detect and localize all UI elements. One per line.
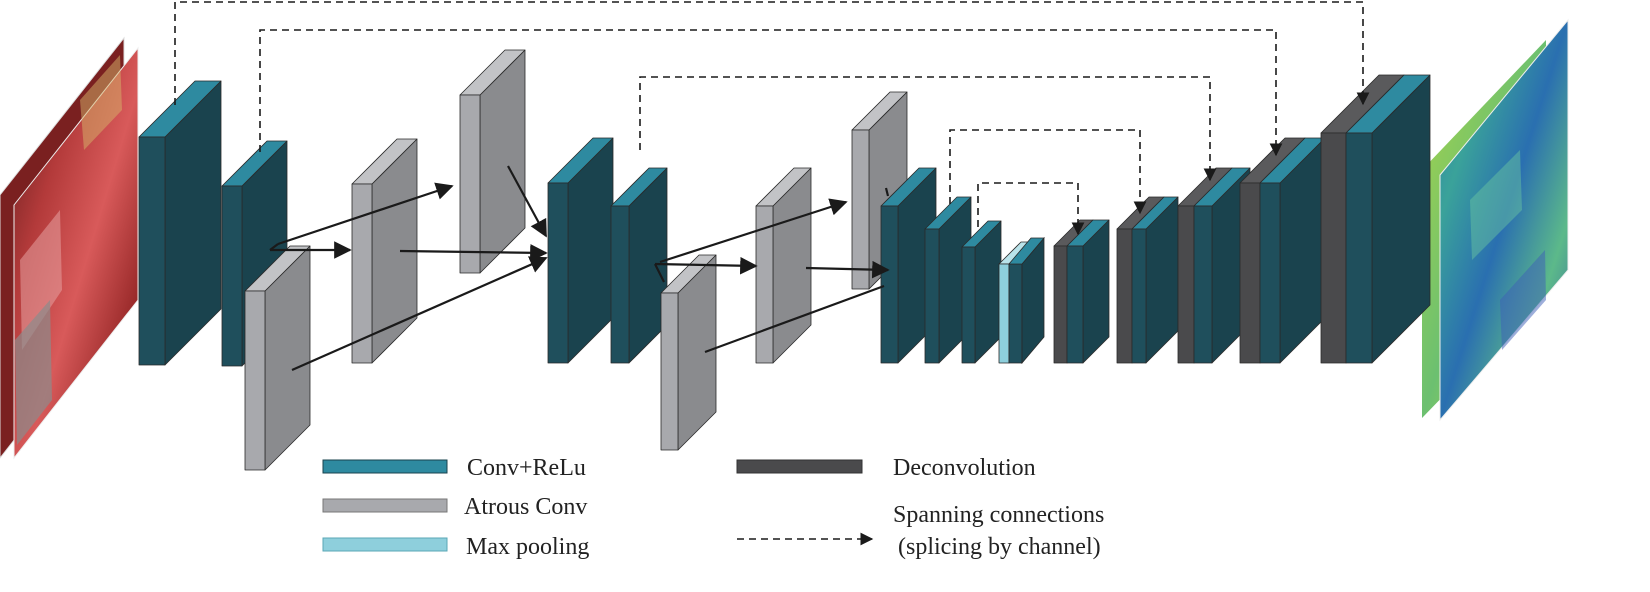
enc6-conv-block-front xyxy=(924,228,940,364)
output-heatmap xyxy=(1422,18,1569,422)
atrous1-block-front xyxy=(244,290,266,471)
atrous3-block-front xyxy=(459,94,481,274)
legend-swatch-conv xyxy=(322,459,448,474)
legend-swatch-maxpool xyxy=(322,537,448,552)
dec4-deconv-front xyxy=(1239,182,1261,364)
solid-arrows xyxy=(269,165,890,372)
dec5-deconv-front xyxy=(1320,132,1347,364)
dec2-deconv-front xyxy=(1116,228,1133,364)
legend-label-spanning-1: Spanning connections xyxy=(893,502,1104,528)
dec3-deconv-front xyxy=(1177,205,1195,364)
maxpool-conv-face xyxy=(1008,263,1023,364)
maxpool-block-front xyxy=(998,263,1010,364)
enc3-conv-block-front xyxy=(547,182,569,364)
legend-label-conv: Conv+ReLu xyxy=(467,455,586,481)
legend-swatch-atrous xyxy=(322,498,448,513)
legend-label-maxpool: Max pooling xyxy=(466,534,589,560)
enc2-conv-block-front xyxy=(221,185,243,367)
legend-label-deconv: Deconvolution xyxy=(893,455,1036,481)
legend: Conv+ReLu Atrous Conv Max pooling Deconv… xyxy=(322,455,1104,560)
atrous2-block-front xyxy=(351,183,373,364)
dec2-conv-front xyxy=(1131,228,1147,364)
skip-connections xyxy=(174,1,1370,236)
enc7-conv-block-front xyxy=(961,246,976,364)
dec4-conv-front xyxy=(1259,182,1281,364)
enc5-conv-block-front xyxy=(880,205,899,364)
enc1-conv-block-front xyxy=(138,136,166,366)
atrous6-block-front xyxy=(851,129,870,290)
dec5-conv-front xyxy=(1345,132,1373,364)
legend-label-spanning-2: (splicing by channel) xyxy=(898,534,1101,560)
atrous4-block-front xyxy=(660,292,679,451)
dec1-conv-front xyxy=(1066,245,1084,364)
input-image xyxy=(0,36,139,460)
enc4-conv-block-front xyxy=(610,205,630,364)
dec1-deconv-front xyxy=(1053,245,1068,364)
layer-blocks xyxy=(138,49,1431,471)
atrous5-block-front xyxy=(755,205,774,364)
legend-swatch-deconv xyxy=(736,459,863,474)
dec3-conv-front xyxy=(1193,205,1213,364)
maxpool-conv-top xyxy=(1008,237,1045,265)
legend-label-atrous: Atrous Conv xyxy=(464,494,587,520)
